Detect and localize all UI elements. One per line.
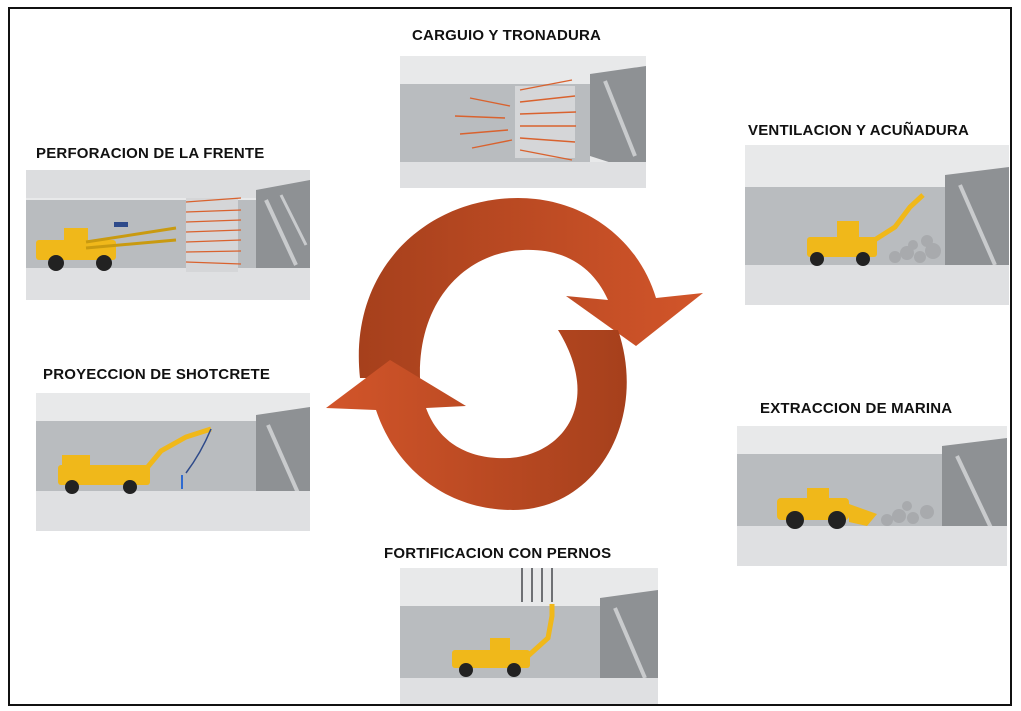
cycle-arrow-bottom bbox=[326, 330, 627, 510]
step-label-fortificacion: FORTIFICACION CON PERNOS bbox=[384, 545, 612, 562]
panel-proyeccion bbox=[36, 393, 310, 531]
step-label-ventilacion: VENTILACION Y ACUÑADURA bbox=[748, 122, 970, 139]
bolting-machine bbox=[452, 604, 555, 677]
rock-muck-pile bbox=[889, 235, 941, 263]
rock-muck-pile bbox=[881, 501, 934, 526]
panel-extraccion bbox=[737, 426, 1007, 566]
step-label-carguio: CARGUIO Y TRONADURA bbox=[412, 27, 602, 44]
explosive-charge-lines bbox=[454, 79, 577, 161]
cycle-arrows bbox=[326, 198, 703, 510]
step-label-proyeccion: PROYECCION DE SHOTCRETE bbox=[43, 366, 271, 383]
loader-machine bbox=[777, 488, 877, 529]
cycle-arrow-top bbox=[358, 198, 703, 378]
scaling-machine bbox=[807, 193, 925, 266]
shotcrete-machine bbox=[58, 426, 212, 494]
step-label-extraccion: EXTRACCION DE MARINA bbox=[760, 400, 953, 417]
rock-bolts bbox=[521, 568, 553, 602]
panel-ventilacion bbox=[745, 145, 1009, 305]
panel-carguio bbox=[400, 56, 646, 188]
panel-perforacion bbox=[26, 170, 310, 300]
jumbo-drill-machine bbox=[36, 222, 177, 271]
drill-holes bbox=[185, 197, 242, 265]
step-label-perforacion: PERFORACION DE LA FRENTE bbox=[36, 145, 265, 162]
panel-fortificacion bbox=[400, 568, 658, 704]
